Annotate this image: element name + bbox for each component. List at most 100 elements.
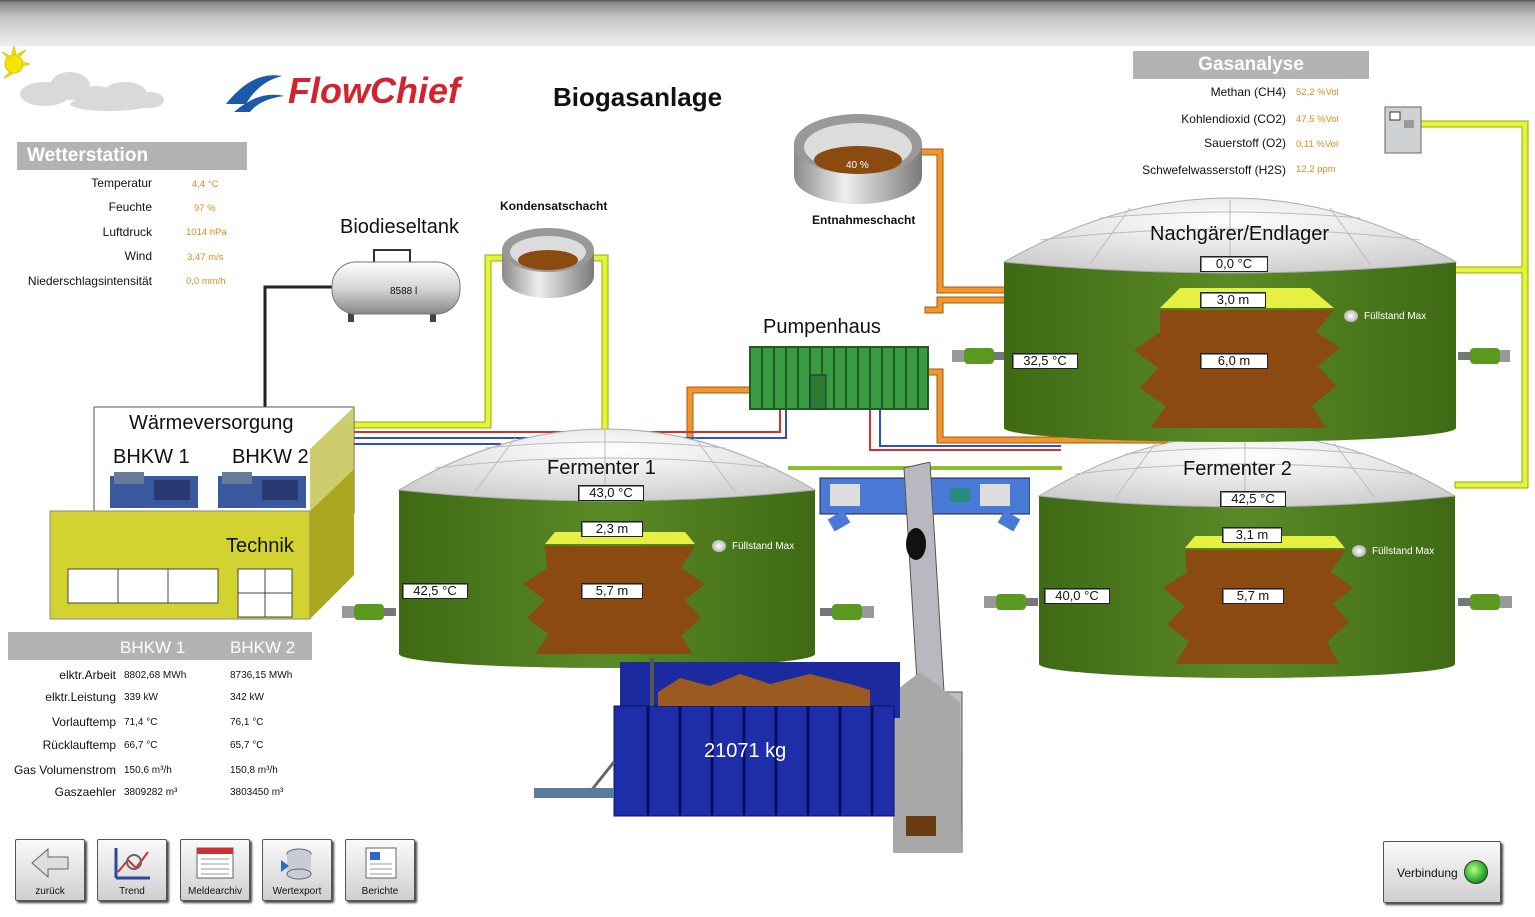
post-fermenter-temp: 32,5 °C [1012,353,1078,369]
chp-row-v1: 339 kW [124,692,158,703]
fermenter2-fill-max-indicator [1352,545,1366,557]
chp1-label: BHKW 1 [113,446,190,468]
fermenter1-fill-max-indicator [712,540,726,552]
fermenter1-top-temp: 43,0 °C [578,485,644,501]
gas-label: Kohlendioxid (CO2) [1181,112,1286,126]
fermenter2-level: 5,7 m [1222,588,1284,604]
connection-status-button[interactable]: Verbindung [1383,841,1501,903]
chp-row-label: Gas Volumenstrom [13,763,116,777]
flowchief-logo-icon [226,75,284,112]
chp-row-v2: 8736,15 MWh [230,670,293,681]
gas-analysis-header: Gasanalyse [1133,51,1369,79]
technik-label: Technik [226,535,294,557]
chp-table: elktr.Arbeit 8802,68 MWh 8736,15 MWh elk… [8,666,312,806]
pump-house-title: Pumpenhaus [763,316,881,338]
chp-row-v1: 71,4 °C [124,717,158,728]
weather-station-header: Wetterstation [17,142,247,170]
chp-row-label: Rücklauftemp [42,738,116,752]
page-title: Biogasanlage [553,82,723,112]
chp-row-v2: 150,8 m³/h [230,765,278,776]
weather-value: 0,0 mm/h [186,276,226,287]
weather-value: 97 % [194,203,216,214]
message-archive-button[interactable]: Meldearchiv [180,839,250,901]
chp-row-v1: 8802,68 MWh [124,670,187,681]
reports-icon [365,847,397,879]
reports-button[interactable]: Berichte [345,839,415,901]
extraction-level: 40 % [846,160,869,171]
condensate-shaft[interactable] [500,216,596,300]
fermenter2-left-agitator[interactable] [982,588,1040,614]
chp-row-label: elktr.Arbeit [59,668,116,682]
fermenter2-fill-max-label: Füllstand Max [1372,546,1435,557]
post-fermenter-fill-max-indicator [1344,310,1358,322]
weather-label: Niederschlagsintensität [27,274,152,288]
fermenter1-left-agitator[interactable] [340,598,398,624]
gas-label: Sauerstoff (O2) [1204,136,1286,150]
weather-value: 3,47 m/s [187,252,224,263]
chp-row-label: Vorlauftemp [51,715,116,729]
post-fermenter-gas-level: 3,0 m [1200,292,1266,308]
connection-indicator-icon [1464,860,1488,884]
pump-house[interactable] [748,345,930,411]
weather-label: Temperatur [91,176,152,190]
heating-supply-title: Wärmeversorgung [129,412,294,434]
fermenter1-temp: 42,5 °C [402,583,468,599]
logo-text: FlowChief [288,70,460,111]
chp-row-v1: 66,7 °C [124,740,158,751]
fermenter2-top-temp: 42,5 °C [1220,491,1286,507]
post-fermenter-left-agitator[interactable] [950,342,1006,368]
chp-col1-header: BHKW 1 [120,638,186,657]
back-button-label: zurück [35,886,65,897]
weather-label: Wind [124,249,152,263]
container-weight: 21071 kg [704,740,787,762]
weather-value: 4,4 °C [192,179,219,190]
chp-row-v2: 76,1 °C [230,717,264,728]
fermenter1-level: 5,7 m [581,583,643,599]
chp-row-v2: 342 kW [230,692,264,703]
chp-engines [110,472,306,508]
chp2-label: BHKW 2 [232,446,309,468]
message-archive-icon [196,847,234,879]
post-fermenter-level: 6,0 m [1200,353,1268,369]
fermenter2-title: Fermenter 2 [1183,458,1292,480]
post-fermenter-top-temp: 0,0 °C [1200,256,1268,272]
gas-analyzer-device[interactable] [1384,106,1424,154]
weather-value: 1014 hPa [186,227,227,238]
chp-row-v1: 150,6 m³/h [124,765,172,776]
fermenter1-title: Fermenter 1 [547,457,656,479]
biodiesel-tank-title: Biodieseltank [340,216,459,238]
chp-row-v2: 65,7 °C [230,740,264,751]
fermenter1-right-agitator[interactable] [818,598,876,624]
chp-col2-header: BHKW 2 [230,638,296,657]
biodiesel-tank[interactable] [330,248,462,324]
weather-cloud-sun-icon [1,45,164,111]
value-export-button[interactable]: Wertexport [262,839,332,901]
fermenter2-right-agitator[interactable] [1456,588,1514,614]
condensate-shaft-title: Kondensatschacht [500,199,608,213]
weather-station-table: Temperatur 4,4 °C Feuchte 97 % Luftdruck… [10,174,250,294]
weather-label: Feuchte [108,200,152,214]
gas-analysis-table: Methan (CH4) 52,2 %Vol Kohlendioxid (CO2… [1130,82,1370,182]
trend-button[interactable]: Trend [97,839,167,901]
gas-value: 47,5 %Vol [1296,114,1339,125]
fermenter1-tank[interactable] [395,428,820,668]
post-fermenter-right-agitator[interactable] [1456,342,1512,368]
window-top-bar [0,0,1535,46]
fermenter2-tank[interactable] [1035,432,1460,682]
fermenter2-gas-level: 3,1 m [1222,527,1282,543]
gas-label: Methan (CH4) [1210,85,1286,99]
gas-value: 0,11 %Vol [1296,139,1339,150]
back-button[interactable]: zurück [15,839,85,901]
heating-building[interactable] [48,405,360,621]
post-fermenter-title: Nachgärer/Endlager [1150,223,1329,245]
chp-row-v1: 3809282 m³ [124,787,178,798]
weather-label: Luftdruck [102,225,152,239]
arrow-left-icon [31,847,69,879]
solid-feeder-system[interactable] [530,462,1030,854]
extraction-shaft[interactable] [790,104,926,210]
gas-label: Schwefelwasserstoff (H2S) [1142,163,1286,177]
reports-button-label: Berichte [361,886,399,897]
fermenter1-fill-max-label: Füllstand Max [732,541,795,552]
chp-row-label: elktr.Leistung [45,690,116,704]
message-archive-button-label: Meldearchiv [188,886,242,897]
